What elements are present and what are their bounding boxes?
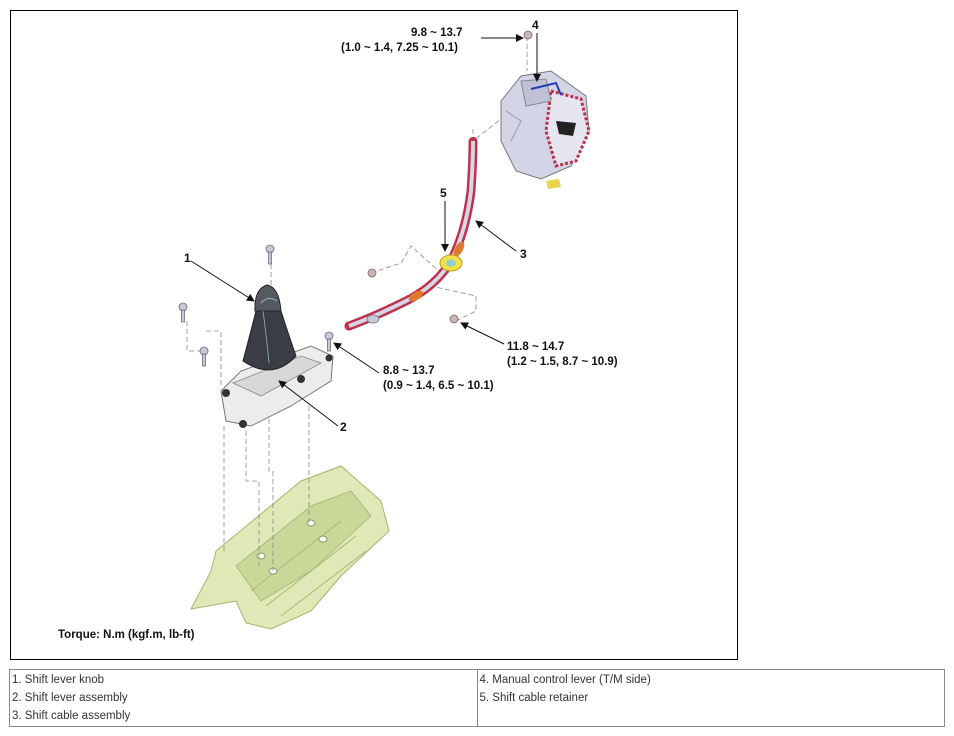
shift-lever-assembly	[220, 345, 334, 428]
legend-item: 5. Shift cable retainer	[479, 692, 589, 704]
callout-1: 1	[184, 251, 191, 265]
callout-3: 3	[520, 247, 527, 261]
torque-spec-4-line2: (1.0 ~ 1.4, 7.25 ~ 10.1)	[341, 42, 458, 54]
callout-2: 2	[340, 420, 347, 434]
legend-item: 1. Shift lever knob	[12, 674, 105, 686]
diagram-frame: 1 2 3 4 5 9.8 ~ 13.7 (1.0 ~ 1.4, 7.25 ~ …	[10, 10, 738, 660]
cable-nuts	[367, 30, 533, 324]
legend-item: 3. Shift cable assembly	[12, 710, 131, 722]
exploded-view-diagram: 1 2 3 4 5 9.8 ~ 13.7 (1.0 ~ 1.4, 7.25 ~ …	[58, 18, 618, 641]
torque-spec-nut-line1: 11.8 ~ 14.7	[507, 341, 564, 353]
parts-legend-table: 1. Shift lever knob 2. Shift lever assem…	[9, 669, 945, 727]
torque-unit-note: Torque: N.m (kgf.m, lb-ft)	[58, 629, 195, 641]
legend-column-right: 4. Manual control lever (T/M side) 5. Sh…	[476, 670, 945, 726]
leader-lines	[190, 33, 541, 427]
torque-spec-bolt-line2: (0.9 ~ 1.4, 6.5 ~ 10.1)	[383, 380, 494, 392]
shift-lever-knob	[242, 284, 297, 371]
callout-5: 5	[440, 186, 447, 200]
torque-spec-4-line1: 9.8 ~ 13.7	[411, 27, 462, 39]
legend-item: 2. Shift lever assembly	[12, 692, 128, 704]
lever-bolts	[178, 244, 334, 367]
torque-spec-nut-line2: (1.2 ~ 1.5, 8.7 ~ 10.9)	[507, 356, 618, 368]
legend-item: 4. Manual control lever (T/M side)	[479, 674, 651, 686]
legend-column-left: 1. Shift lever knob 2. Shift lever assem…	[10, 670, 477, 726]
floor-panel	[190, 465, 390, 630]
torque-spec-bolt-line1: 8.8 ~ 13.7	[383, 365, 434, 377]
shift-cable-retainer	[439, 254, 463, 272]
transmission-housing	[500, 70, 591, 189]
callout-4: 4	[532, 18, 539, 32]
shift-cable-assembly	[344, 136, 478, 331]
